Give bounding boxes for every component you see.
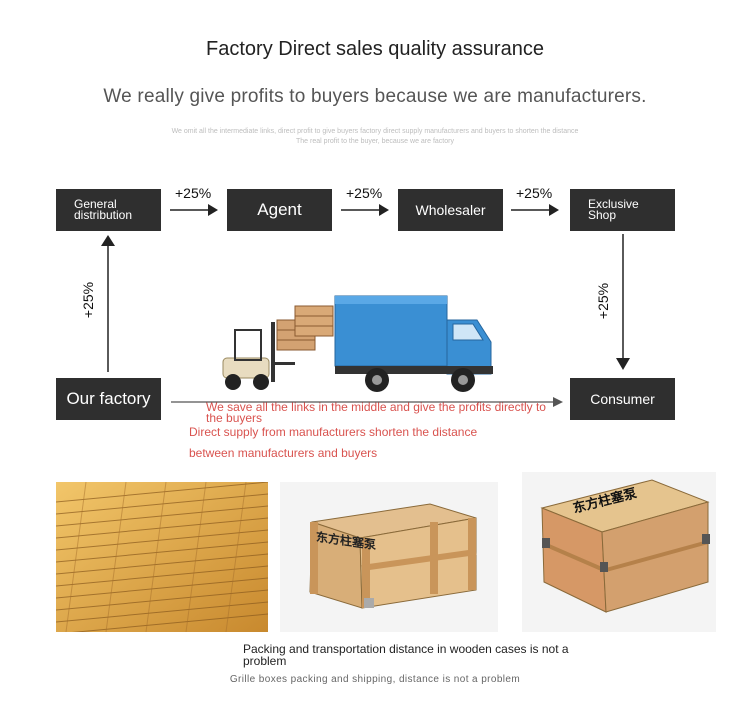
- agent-box: Agent: [227, 189, 332, 231]
- exclusive-shop-label: Exclusive Shop: [588, 197, 639, 222]
- markup-label-1: +25%: [175, 185, 212, 201]
- markup-label-left: +25%: [80, 281, 96, 319]
- markup-label-3: +25%: [516, 185, 553, 201]
- wholesaler-label: Wholesaler: [415, 202, 486, 218]
- note-line-1: We omit all the intermediate links, dire…: [171, 128, 579, 135]
- arrow-right-long-icon: [171, 397, 563, 407]
- markup-label-right: +25%: [595, 282, 611, 320]
- wholesaler-box: Wholesaler: [398, 189, 503, 231]
- crate-drawing: [309, 503, 477, 609]
- footer-caption-secondary: Grille boxes packing and shipping, dista…: [229, 674, 521, 685]
- markup-label-2: +25%: [346, 185, 383, 201]
- footer-caption: Packing and transportation distance in w…: [243, 642, 569, 668]
- arrow-right-icon: [170, 204, 218, 216]
- savings-line-1: We save all the links in the middle and …: [206, 400, 546, 425]
- agent-label: Agent: [257, 200, 302, 219]
- lumber-stack-photo: [56, 482, 268, 632]
- exclusive-shop-box: Exclusive Shop: [570, 189, 675, 231]
- savings-line-2: Direct supply from manufacturers shorten…: [189, 425, 478, 439]
- general-distribution-label: General distribution: [74, 197, 133, 222]
- page-title: Factory Direct sales quality assurance: [206, 38, 544, 60]
- our-factory-label: Our factory: [66, 389, 151, 408]
- wooden-crate-photo-1: 东方柱塞泵: [280, 482, 498, 632]
- forklift-truck-illustration: [222, 295, 493, 392]
- consumer-label: Consumer: [590, 391, 655, 407]
- our-factory-box: Our factory: [56, 378, 161, 420]
- arrow-up-icon: [101, 235, 115, 372]
- general-distribution-box: General distribution: [56, 189, 161, 231]
- wooden-crate-photo-2: 东方柱塞泵: [522, 472, 716, 632]
- consumer-box: Consumer: [570, 378, 675, 420]
- arrow-right-icon: [341, 204, 389, 216]
- page-subtitle: We really give profits to buyers because…: [103, 86, 647, 107]
- arrow-down-icon: [616, 234, 630, 370]
- crate-drawing-2: [540, 479, 710, 613]
- savings-line-3: between manufacturers and buyers: [189, 446, 378, 460]
- note-line-2: The real profit to the buyer, because we…: [296, 138, 454, 145]
- arrow-right-icon: [511, 204, 559, 216]
